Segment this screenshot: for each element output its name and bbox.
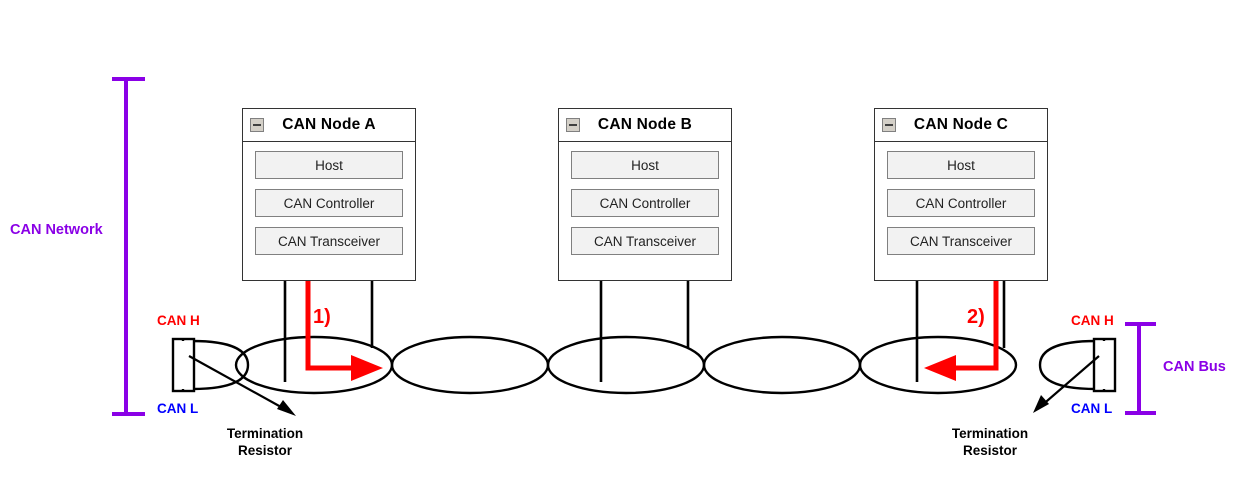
left-can-l-label: CAN L	[157, 401, 199, 416]
left-termination-line-2: Resistor	[237, 443, 293, 458]
left-can-h-label: CAN H	[157, 313, 200, 328]
left-termination-resistor	[171, 337, 196, 393]
step-2-label: 2)	[967, 306, 985, 328]
right-can-h-label: CAN H	[1071, 313, 1114, 328]
can-node-c-header[interactable]: CAN Node C	[875, 109, 1047, 142]
can-node-c-body: Host CAN Controller CAN Transceiver	[875, 142, 1047, 265]
signal-flow-arrow-1	[305, 281, 383, 381]
signal-flow-arrow-2	[924, 281, 999, 381]
can-node-c-title: CAN Node C	[913, 116, 1009, 133]
can-node-b-title: CAN Node B	[597, 116, 693, 133]
can-node-c-controller[interactable]: CAN Controller	[887, 189, 1035, 217]
can-node-a-title: CAN Node A	[282, 116, 376, 133]
can-node-b[interactable]: CAN Node B Host CAN Controller CAN Trans…	[558, 108, 732, 281]
can-node-a-transceiver[interactable]: CAN Transceiver	[255, 227, 403, 255]
minus-icon[interactable]	[882, 118, 896, 132]
can-node-a-body: Host CAN Controller CAN Transceiver	[243, 142, 415, 265]
right-termination-line-1: Termination	[951, 426, 1029, 441]
left-termination-resistor-label: Termination Resistor	[215, 425, 315, 459]
can-network-label: CAN Network	[10, 222, 103, 238]
can-node-b-body: Host CAN Controller CAN Transceiver	[559, 142, 731, 265]
can-node-c[interactable]: CAN Node C Host CAN Controller CAN Trans…	[874, 108, 1048, 281]
can-node-b-host[interactable]: Host	[571, 151, 719, 179]
right-termination-pointer-arrow	[1033, 355, 1100, 413]
step-1-label: 1)	[313, 306, 331, 328]
can-node-b-transceiver[interactable]: CAN Transceiver	[571, 227, 719, 255]
can-network-bracket	[112, 77, 145, 416]
can-node-a-host[interactable]: Host	[255, 151, 403, 179]
node-drop-wires	[283, 281, 1006, 382]
left-termination-line-1: Termination	[226, 426, 304, 441]
right-can-l-label: CAN L	[1071, 401, 1113, 416]
can-node-a-header[interactable]: CAN Node A	[243, 109, 415, 142]
can-node-c-host[interactable]: Host	[887, 151, 1035, 179]
can-node-b-header[interactable]: CAN Node B	[559, 109, 731, 142]
can-bus-bracket	[1125, 322, 1156, 415]
left-termination-pointer-arrow	[188, 355, 296, 416]
can-node-a[interactable]: CAN Node A Host CAN Controller CAN Trans…	[242, 108, 416, 281]
can-bus-label: CAN Bus	[1163, 359, 1226, 375]
right-termination-resistor	[1092, 337, 1117, 393]
can-node-c-transceiver[interactable]: CAN Transceiver	[887, 227, 1035, 255]
minus-icon[interactable]	[250, 118, 264, 132]
twisted-pair-bus	[191, 335, 1097, 395]
can-node-a-controller[interactable]: CAN Controller	[255, 189, 403, 217]
can-node-b-controller[interactable]: CAN Controller	[571, 189, 719, 217]
right-termination-line-2: Resistor	[962, 443, 1018, 458]
minus-icon[interactable]	[566, 118, 580, 132]
right-termination-resistor-label: Termination Resistor	[940, 425, 1040, 459]
